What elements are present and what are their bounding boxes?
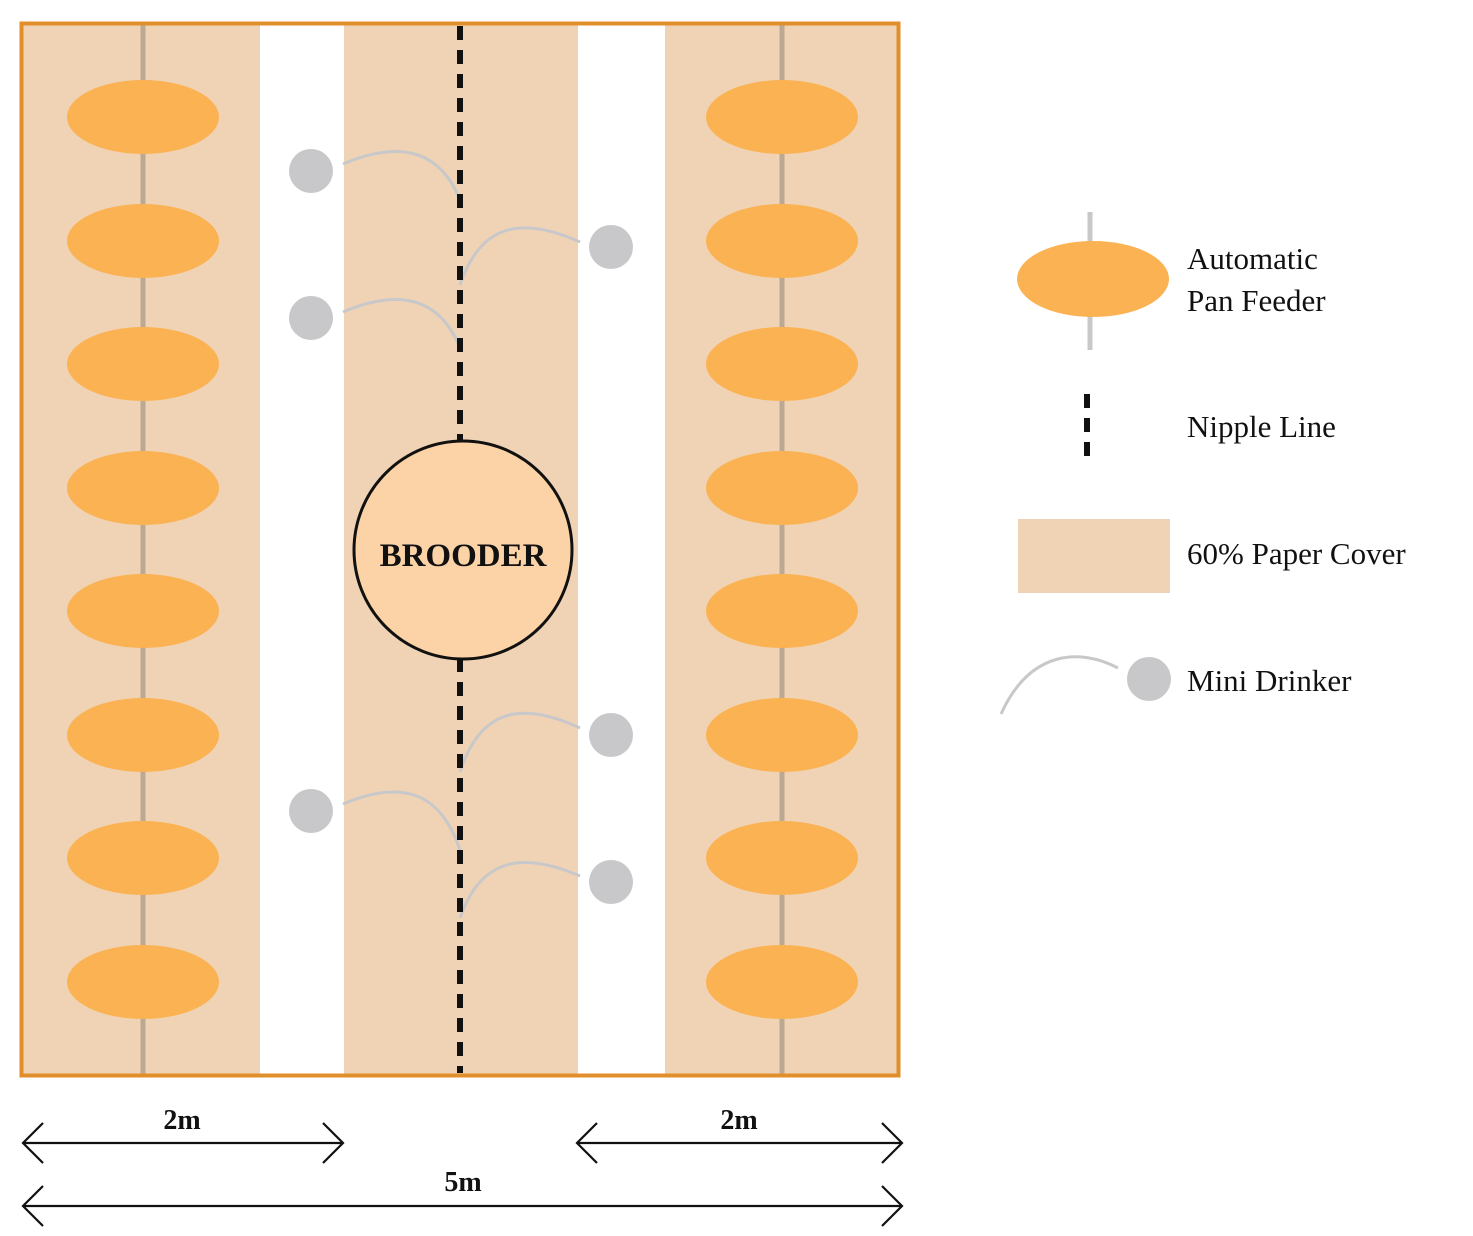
dimension-markers [21, 1122, 904, 1227]
pan-feeders [67, 80, 858, 1019]
brooder-label: BROODER [380, 538, 548, 574]
mini-drinker [589, 225, 633, 269]
brooder-circle [352, 439, 574, 661]
legend-label-line: Mini Drinker [1187, 663, 1352, 698]
house-border [19, 21, 901, 1078]
floor-gap-left [260, 24, 344, 1075]
legend: Automatic Pan Feeder Nipple Line 60% Pap… [999, 212, 1406, 715]
drinker-hose [342, 150, 462, 201]
pan-feeder [67, 821, 219, 895]
pan-feeder [706, 945, 858, 1019]
pan-feeder-icon [1017, 212, 1169, 350]
floor-plan: BROODER [19, 21, 901, 1078]
pan-feeder [67, 945, 219, 1019]
mini-drinker-icon [999, 655, 1171, 715]
arrow-left-head [21, 1122, 44, 1164]
paper-cover-icon [1018, 519, 1170, 593]
pan-feeder [706, 204, 858, 278]
dimension-right-label: 2m [720, 1105, 757, 1136]
pan-feeder [67, 204, 219, 278]
legend-item-nipple-line: Nipple Line [1084, 394, 1336, 462]
legend-label-line: Nipple Line [1187, 409, 1336, 444]
mini-drinker [589, 860, 633, 904]
arrow-right-head [881, 1185, 904, 1227]
arrow-left-head [575, 1122, 598, 1164]
pan-feeder [706, 80, 858, 154]
dimension-left [21, 1122, 345, 1164]
legend-item-mini-drinker: Mini Drinker [999, 655, 1352, 715]
pan-feeder [67, 698, 219, 772]
floor-gap-right [578, 24, 665, 1075]
dimension-left-label: 2m [163, 1105, 200, 1136]
drinker-hose [458, 711, 581, 773]
pan-feeder [67, 327, 219, 401]
pan-feeder [706, 327, 858, 401]
pan-feeder [706, 821, 858, 895]
legend-label-line: Pan Feeder [1187, 283, 1326, 318]
pan-feeder [706, 574, 858, 648]
drinker-hose [342, 298, 462, 349]
dimension-total-label: 5m [444, 1167, 481, 1198]
mini-drinker [289, 296, 333, 340]
arrow-right-head [322, 1122, 345, 1164]
brooder: BROODER [352, 439, 574, 661]
arrow-right-head [881, 1122, 904, 1164]
arrow-left-head [21, 1185, 44, 1227]
dimension-total [21, 1185, 904, 1227]
pan-feeder [706, 451, 858, 525]
mini-drinker [589, 713, 633, 757]
drinker-hoses [342, 150, 581, 919]
mini-drinker [289, 789, 333, 833]
pan-feeder [67, 80, 219, 154]
pan-feeder [67, 451, 219, 525]
mini-drinker [289, 149, 333, 193]
legend-item-pan-feeder: Automatic Pan Feeder [1017, 212, 1326, 350]
drinker-hose [458, 861, 581, 919]
dimension-right [575, 1122, 904, 1164]
drinker-hose [458, 226, 581, 286]
legend-label-line: 60% Paper Cover [1187, 536, 1406, 571]
legend-label-line: Automatic [1187, 241, 1318, 276]
legend-item-paper-cover: 60% Paper Cover [1018, 519, 1406, 593]
mini-drinkers [289, 149, 633, 904]
drinker-hose [342, 790, 462, 851]
pan-feeder [67, 574, 219, 648]
pan-feeder [706, 698, 858, 772]
